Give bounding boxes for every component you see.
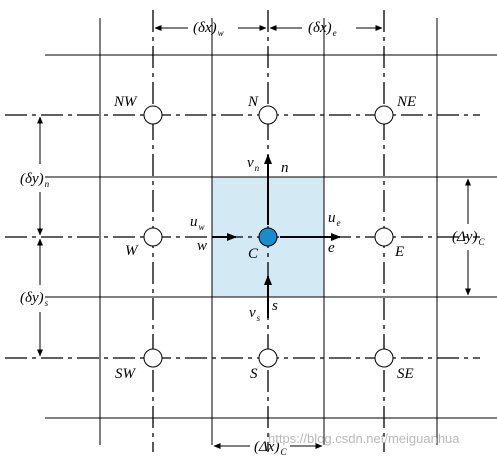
face-lines [45, 18, 497, 445]
label-dx-e: (δx)e [308, 20, 337, 38]
label-v-n: vn [247, 155, 260, 173]
label-Dy-C: (Δy)C [452, 229, 485, 247]
label-face-e: e [328, 240, 335, 256]
label-face-s: s [272, 298, 278, 314]
node-se [374, 348, 394, 368]
label-u-w: uw [190, 214, 205, 232]
label-s: S [250, 366, 258, 382]
label-dx-w: (δx)w [193, 20, 224, 38]
node-c [258, 227, 278, 247]
node-w [143, 227, 163, 247]
label-sw: SW [115, 366, 137, 382]
node-sw [143, 348, 163, 368]
grid-nodes [143, 105, 394, 368]
label-c: C [248, 246, 259, 262]
label-e: E [394, 244, 404, 260]
label-ne: NE [396, 94, 416, 110]
label-face-w: w [197, 238, 207, 254]
watermark-text: https://blog.csdn.net/meiguanhua [268, 431, 460, 446]
node-ne [374, 105, 394, 125]
node-n [258, 105, 278, 125]
node-s [258, 348, 278, 368]
dimension-arrows [37, 25, 471, 449]
label-w: W [125, 243, 139, 259]
label-nw: NW [113, 94, 138, 110]
label-dy-s: (δy)s [20, 290, 49, 308]
label-v-s: vs [249, 305, 261, 323]
node-nw [143, 105, 163, 125]
label-dy-n: (δy)n [20, 171, 50, 189]
label-u-e: ue [328, 210, 341, 228]
label-n: N [247, 94, 259, 110]
label-Dx-C: (Δx)C [254, 439, 287, 457]
label-face-n: n [281, 160, 289, 176]
node-e [374, 227, 394, 247]
label-se: SE [397, 366, 414, 382]
velocity-arrows [212, 154, 341, 318]
